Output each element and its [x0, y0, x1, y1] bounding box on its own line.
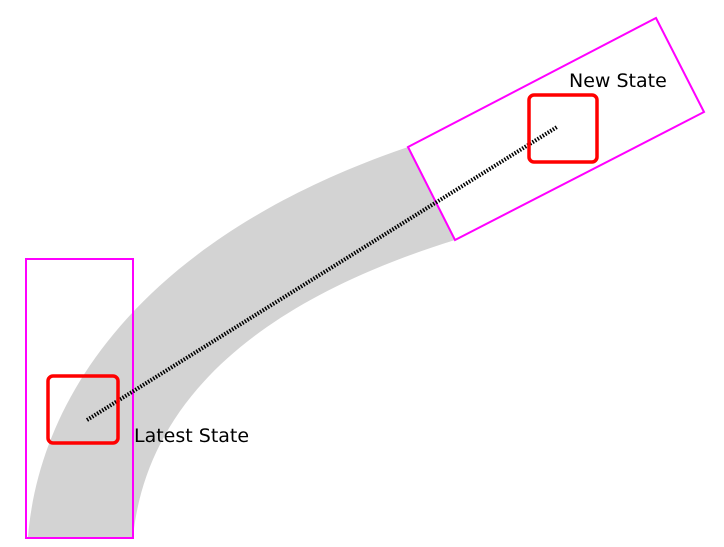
latest-state-region-box	[25, 258, 134, 539]
latest-state-marker	[46, 374, 120, 445]
latest-state-label: Latest State	[134, 425, 249, 447]
new-state-region-box	[406, 16, 706, 242]
new-state-marker	[527, 93, 599, 164]
new-state-label: New State	[569, 70, 667, 92]
trajectory-line	[85, 125, 559, 422]
road-band	[28, 147, 455, 537]
